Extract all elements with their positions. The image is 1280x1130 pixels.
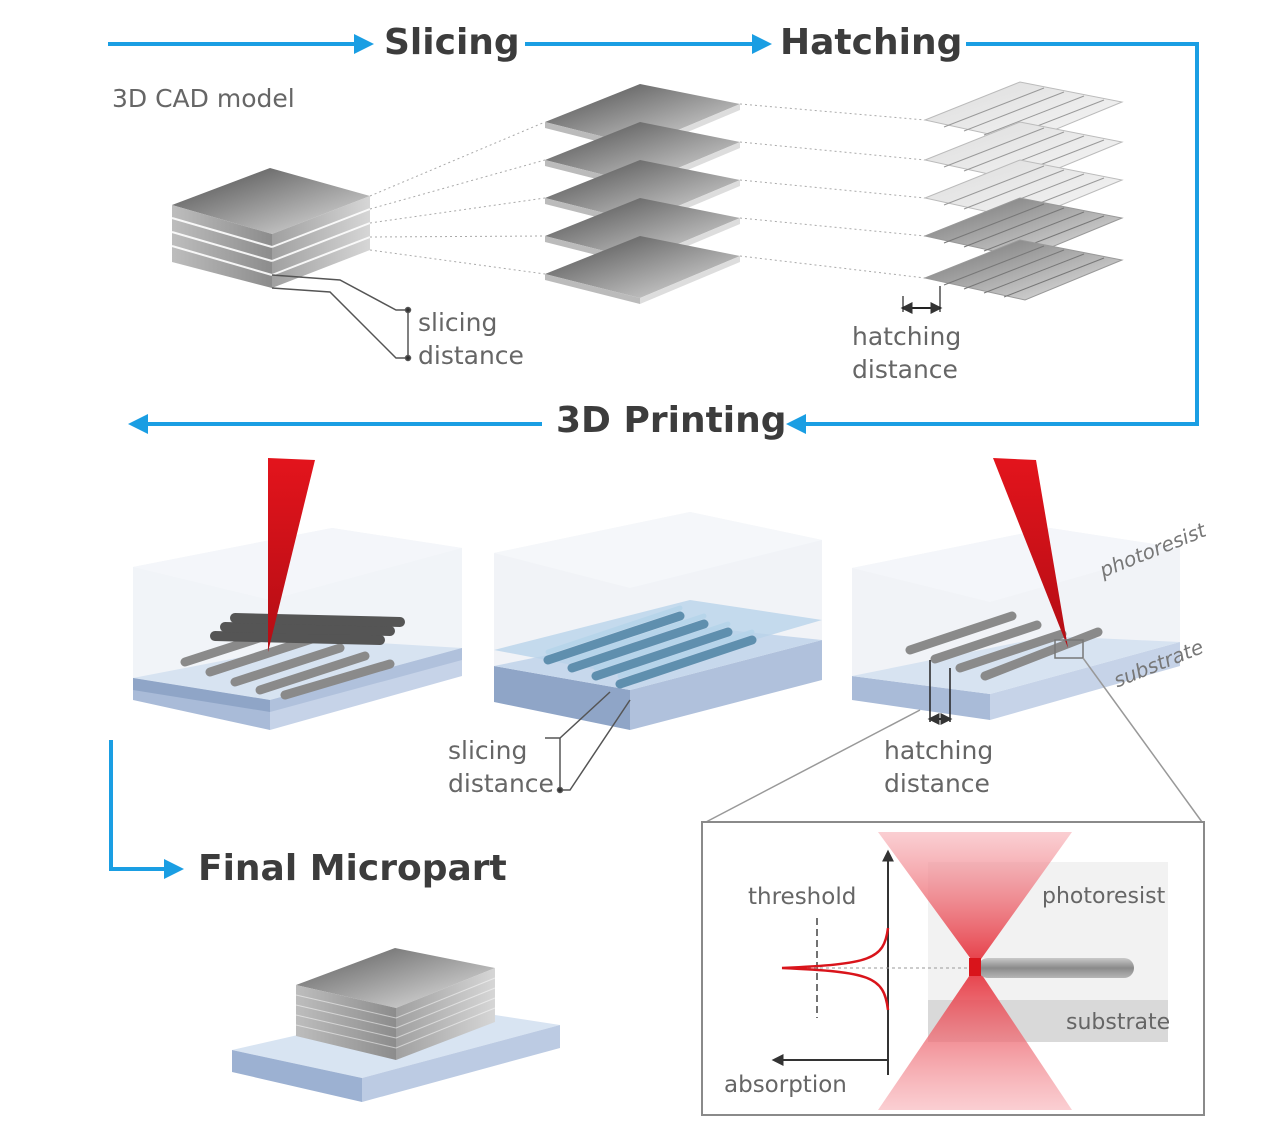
hatch-layer [923,197,1124,259]
inset-threshold-label: threshold [748,884,857,910]
slicing-distance-word1: slicing [418,308,498,337]
flow-arrows [108,34,1199,879]
slicing-distance-bracket-2 [545,691,631,794]
inset-substrate-label: substrate [1066,1010,1171,1035]
hatching-distance-marker-bottom [927,660,953,725]
inset-photoresist-label: photoresist [1042,884,1166,909]
inset-absorption-label: absorption [724,1072,847,1098]
slicing-distance-label-top: slicing distance [418,306,524,372]
stage-hatching-title: Hatching [780,22,963,63]
printing-box-2 [494,512,822,730]
cad-model-block [171,168,371,288]
final-micropart-block [232,948,560,1102]
slicing-distance-label-bottom: slicing distance [448,734,554,800]
cad-slice-connectors [369,121,546,275]
hatching-distance-marker-top [900,286,943,314]
slicing-distance-word2: distance [418,341,524,370]
focal-voxel [969,958,981,976]
slicing-distance-bracket [271,274,412,362]
arrow-to-printing [786,42,1199,434]
zoom-connectors [705,657,1203,823]
hatching-distance-label-top: hatching distance [852,320,961,386]
focus-cone-bottom [878,966,1072,1110]
hatching-distance-label-bottom: hatching distance [884,734,993,800]
hatch-layer [923,239,1124,301]
stage-slicing-title: Slicing [384,22,520,63]
hatch-stack [923,81,1124,301]
slicing-distance-word2: distance [448,769,554,798]
stage-printing-title: 3D Printing [556,400,787,441]
focus-cone-top [878,832,1072,966]
laser-beam-3 [993,458,1068,648]
slice-layer [545,236,740,304]
slice-stack [545,84,740,304]
written-line-rod [978,958,1134,978]
hatching-distance-word1: hatching [884,736,994,765]
printing-box-3 [852,458,1180,720]
hatching-distance-word2: distance [884,769,990,798]
laser-beam-1 [268,458,315,652]
absorption-curve [781,927,890,1011]
slicing-distance-word1: slicing [448,736,528,765]
focus-zoom-box [1054,639,1084,659]
slice-hatch-connectors [739,103,926,279]
focus-inset-panel [701,821,1205,1116]
cad-model-label: 3D CAD model [112,84,295,113]
hatching-distance-word2: distance [852,355,958,384]
stage-final-title: Final Micropart [198,848,507,889]
arrow-to-final [109,740,184,879]
hatching-distance-word1: hatching [852,322,962,351]
printing-box-1 [133,458,462,730]
